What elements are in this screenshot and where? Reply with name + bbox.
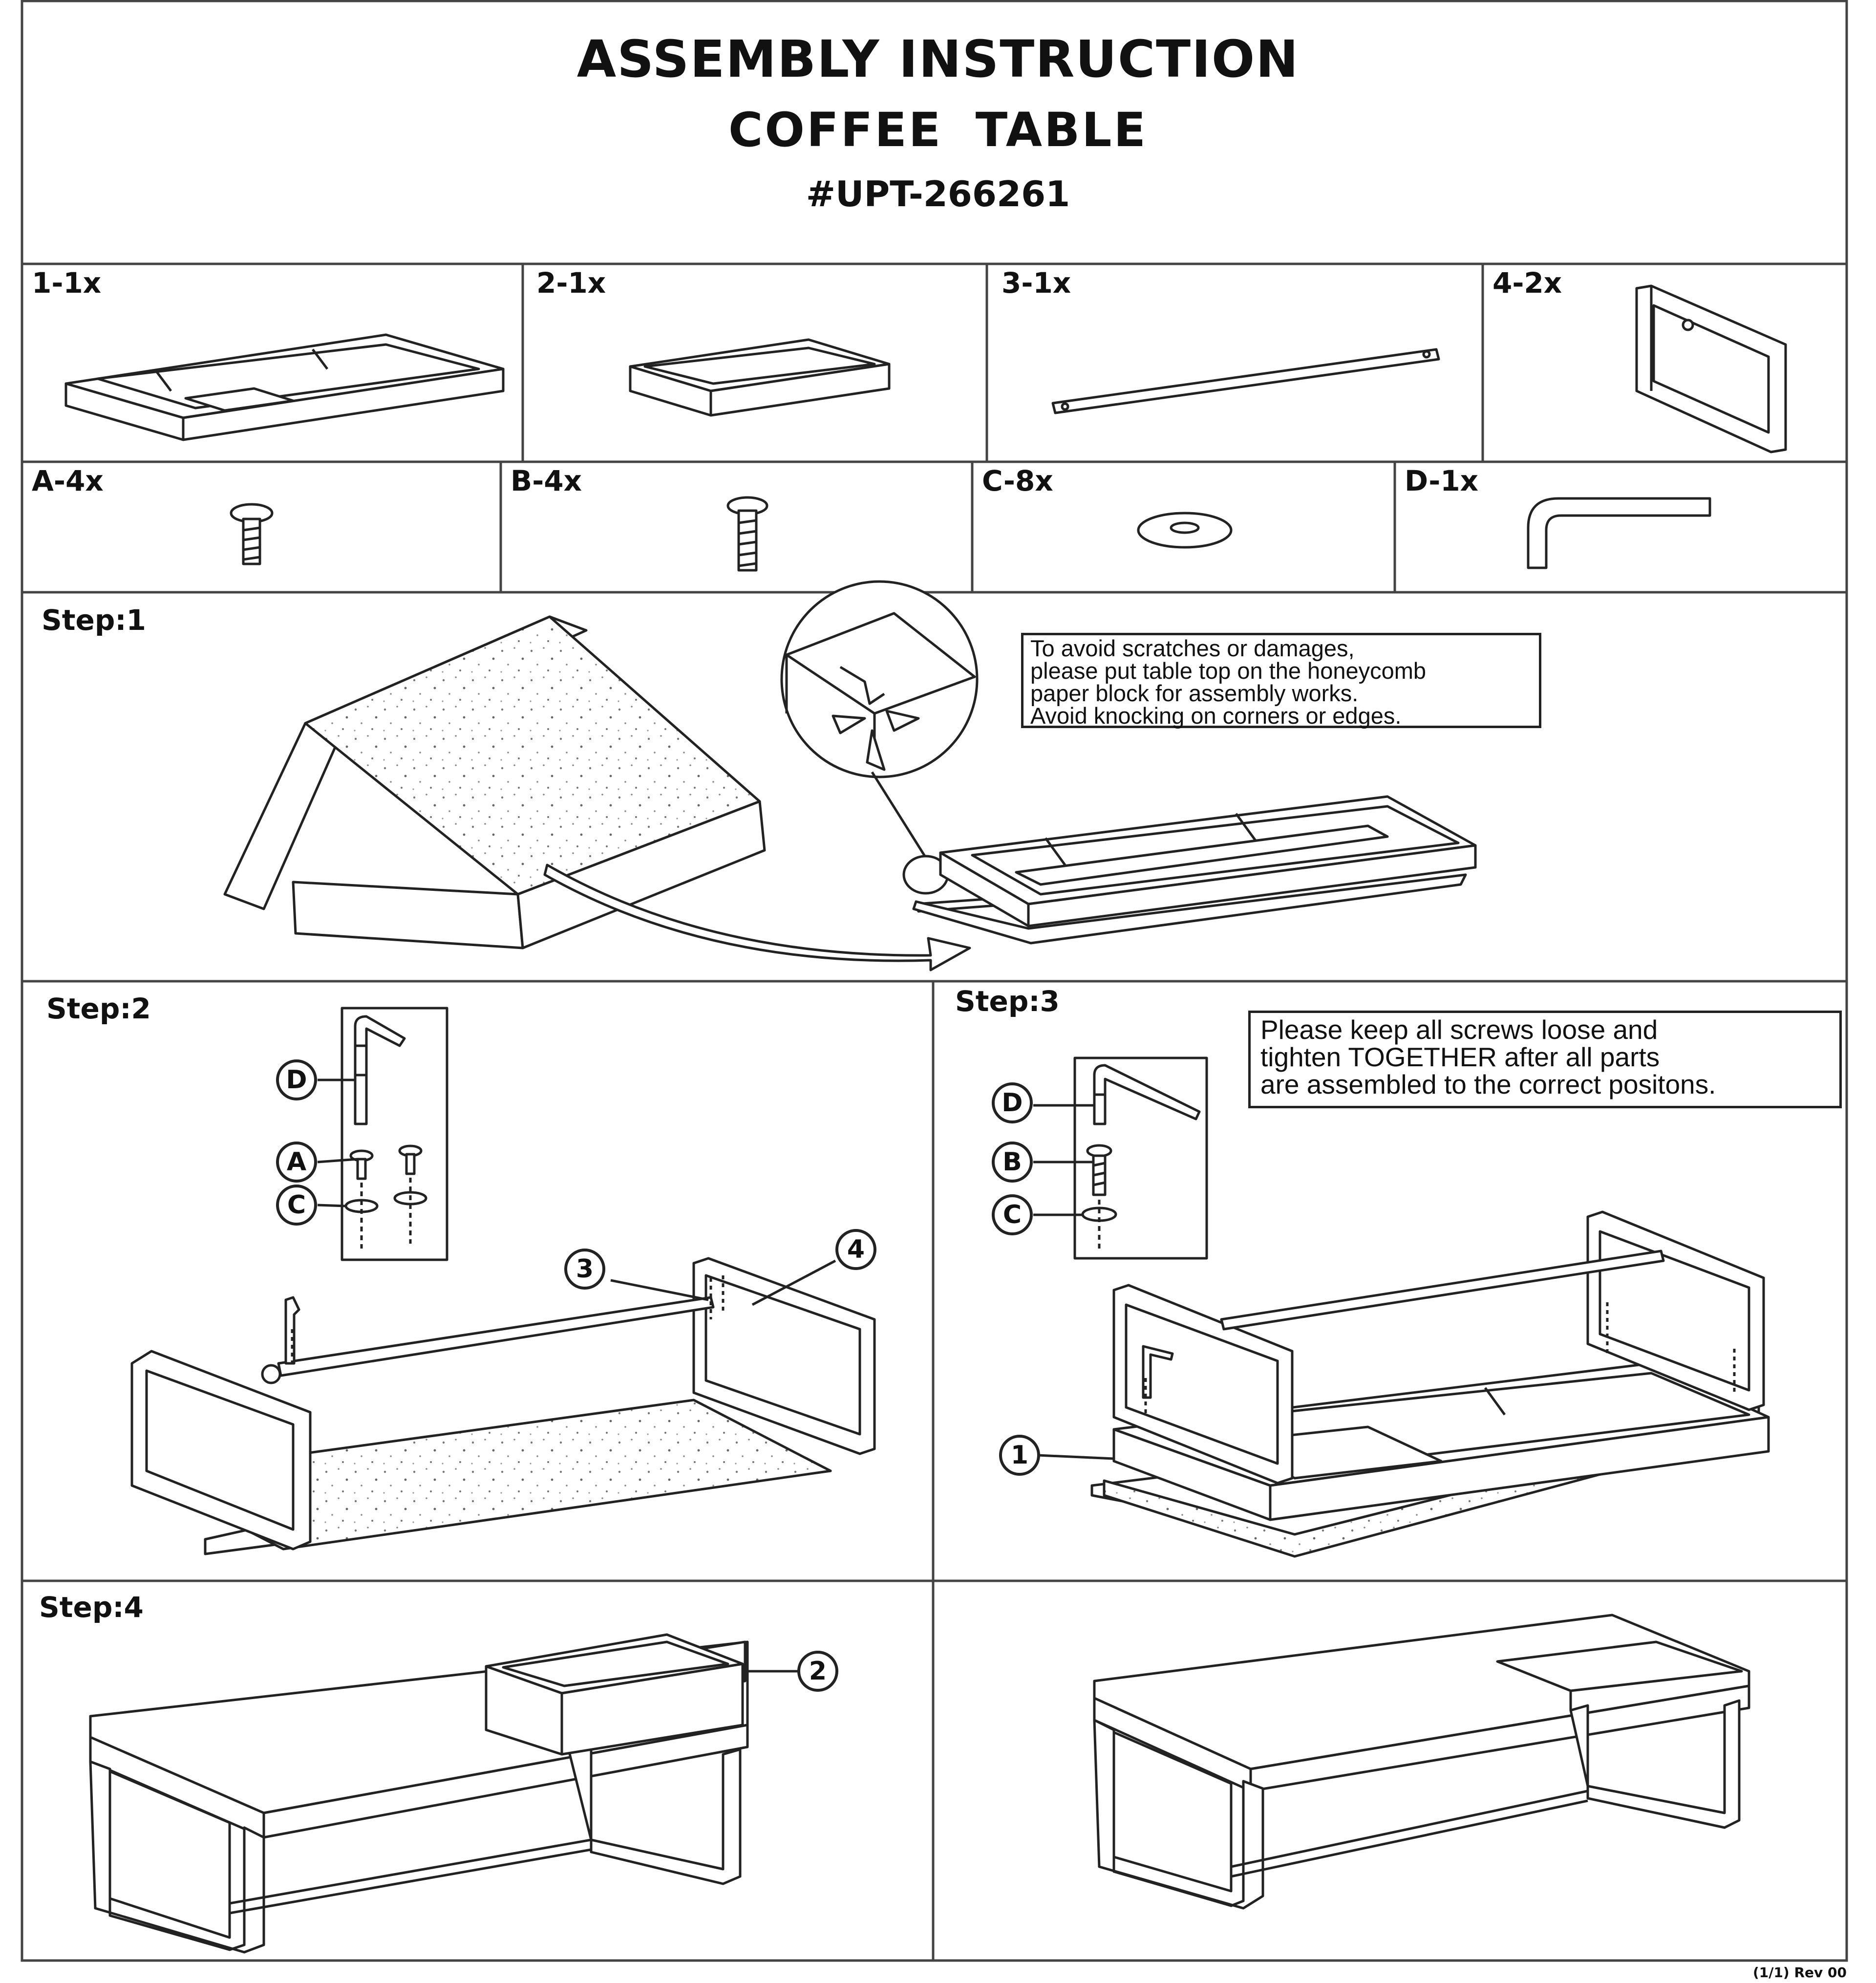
step-4-right-illustration [1093, 1614, 1750, 1910]
step-1-note-line: To avoid scratches or damages, [1030, 635, 1355, 661]
callout-d: D [992, 1082, 1033, 1123]
part-3-label: 3-1x [1002, 266, 1071, 300]
step-2-label: Step:2 [46, 992, 151, 1025]
callout-1: 1 [999, 1435, 1040, 1476]
callout-c: C [276, 1185, 317, 1226]
callout-d: D [276, 1059, 317, 1100]
step-2-illustration [130, 1007, 876, 1555]
step-4-left-illustration [89, 1633, 801, 1954]
hardware-a-screw [230, 503, 274, 565]
part-1-table-top [64, 333, 505, 441]
step-3-illustration [1033, 1056, 1770, 1558]
hardware-c-label: C-8x [982, 464, 1053, 497]
step-1-illustration [223, 580, 1477, 971]
step-4-label: Step:4 [39, 1591, 144, 1624]
callout-4: 4 [835, 1229, 876, 1270]
hardware-b-bolt [726, 496, 768, 572]
hardware-c-washer [1137, 512, 1233, 549]
step-3-label: Step:3 [955, 985, 1060, 1018]
step-1-note: To avoid scratches or damages, please pu… [1021, 633, 1541, 728]
callout-c: C [992, 1194, 1033, 1235]
product-name: COFFEE TABLE [728, 103, 1148, 157]
page-grid [21, 0, 1848, 1962]
hardware-a-label: A-4x [32, 464, 104, 497]
callout-3: 3 [564, 1249, 605, 1290]
revision-footer: (1/1) Rev 00 [1752, 1964, 1847, 1981]
document-title: ASSEMBLY INSTRUCTION [576, 29, 1300, 89]
callout-a: A [276, 1142, 317, 1183]
step-1-note-line: please put table top on the honeycomb [1030, 658, 1427, 684]
hardware-b-label: B-4x [511, 464, 582, 497]
part-3-bar [1051, 348, 1440, 414]
step-1-label: Step:1 [42, 604, 146, 637]
part-1-label: 1-1x [32, 266, 102, 300]
callout-b: B [992, 1142, 1033, 1183]
part-2-tray [629, 338, 891, 417]
step-1-note-line: Avoid knocking on corners or edges. [1030, 703, 1402, 729]
step-3-note-line: tighten TOGETHER after all parts [1260, 1042, 1660, 1072]
product-number: #UPT-266261 [806, 173, 1070, 215]
step-3-note: Please keep all screws loose and tighten… [1248, 1011, 1842, 1108]
step-1-note-line: paper block for assembly works. [1030, 680, 1359, 706]
part-4-leg-frame [1635, 284, 1787, 453]
step-3-note-line: Please keep all screws loose and [1260, 1014, 1658, 1045]
hardware-d-label: D-1x [1405, 464, 1479, 497]
part-4-label: 4-2x [1492, 266, 1562, 300]
hardware-d-allen-key [1527, 497, 1711, 569]
callout-2: 2 [797, 1651, 838, 1692]
part-2-label: 2-1x [536, 266, 606, 300]
step-3-note-line: are assembled to the correct positons. [1260, 1069, 1716, 1099]
